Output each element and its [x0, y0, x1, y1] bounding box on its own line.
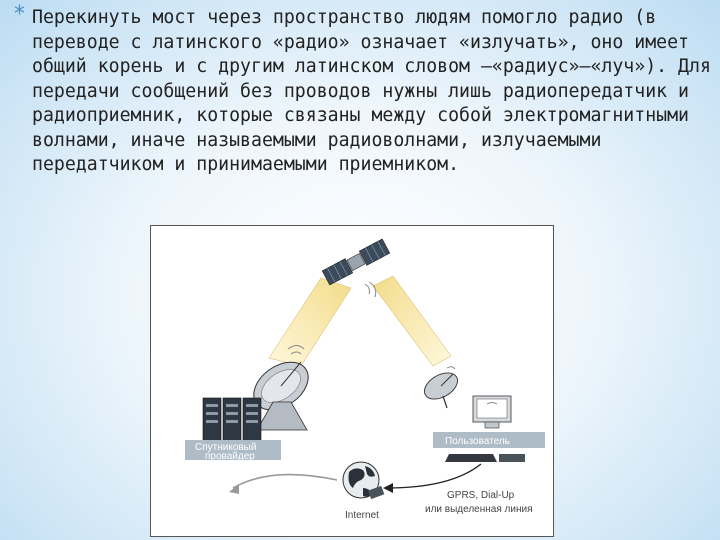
- globe-icon: [342, 461, 385, 500]
- user-label: Пользователь: [433, 432, 545, 448]
- user-label-text: Пользователь: [445, 436, 510, 447]
- signal-beam-left: [268, 277, 352, 367]
- link-label-line1: GPRS, Dial-Up: [447, 490, 515, 501]
- dish-antenna-icon: [253, 345, 309, 431]
- computer-icon: [445, 395, 525, 462]
- provider-label-line2: провайдер: [205, 451, 255, 462]
- user-dish-icon: [424, 366, 458, 409]
- server-rack-icon: [202, 397, 262, 445]
- internet-label: Internet: [345, 510, 379, 521]
- provider-label-line1: Спутниковый: [195, 442, 256, 453]
- slide-paragraph: Перекинуть мост через пространство людям…: [32, 7, 711, 175]
- provider-label: Спутниковый провайдер: [185, 440, 281, 462]
- satellite-icon: [321, 238, 391, 286]
- arrow-user-to-internet: [383, 463, 482, 493]
- bullet-marker: *: [14, 2, 25, 27]
- arrow-to-provider: [229, 473, 338, 494]
- signal-beam-right: [372, 275, 452, 367]
- satellite-wave-icon: [364, 281, 377, 298]
- radio-diagram: Спутниковый провайдер Пользователь: [150, 225, 554, 537]
- link-label-line2: или выделенная линия: [425, 504, 533, 515]
